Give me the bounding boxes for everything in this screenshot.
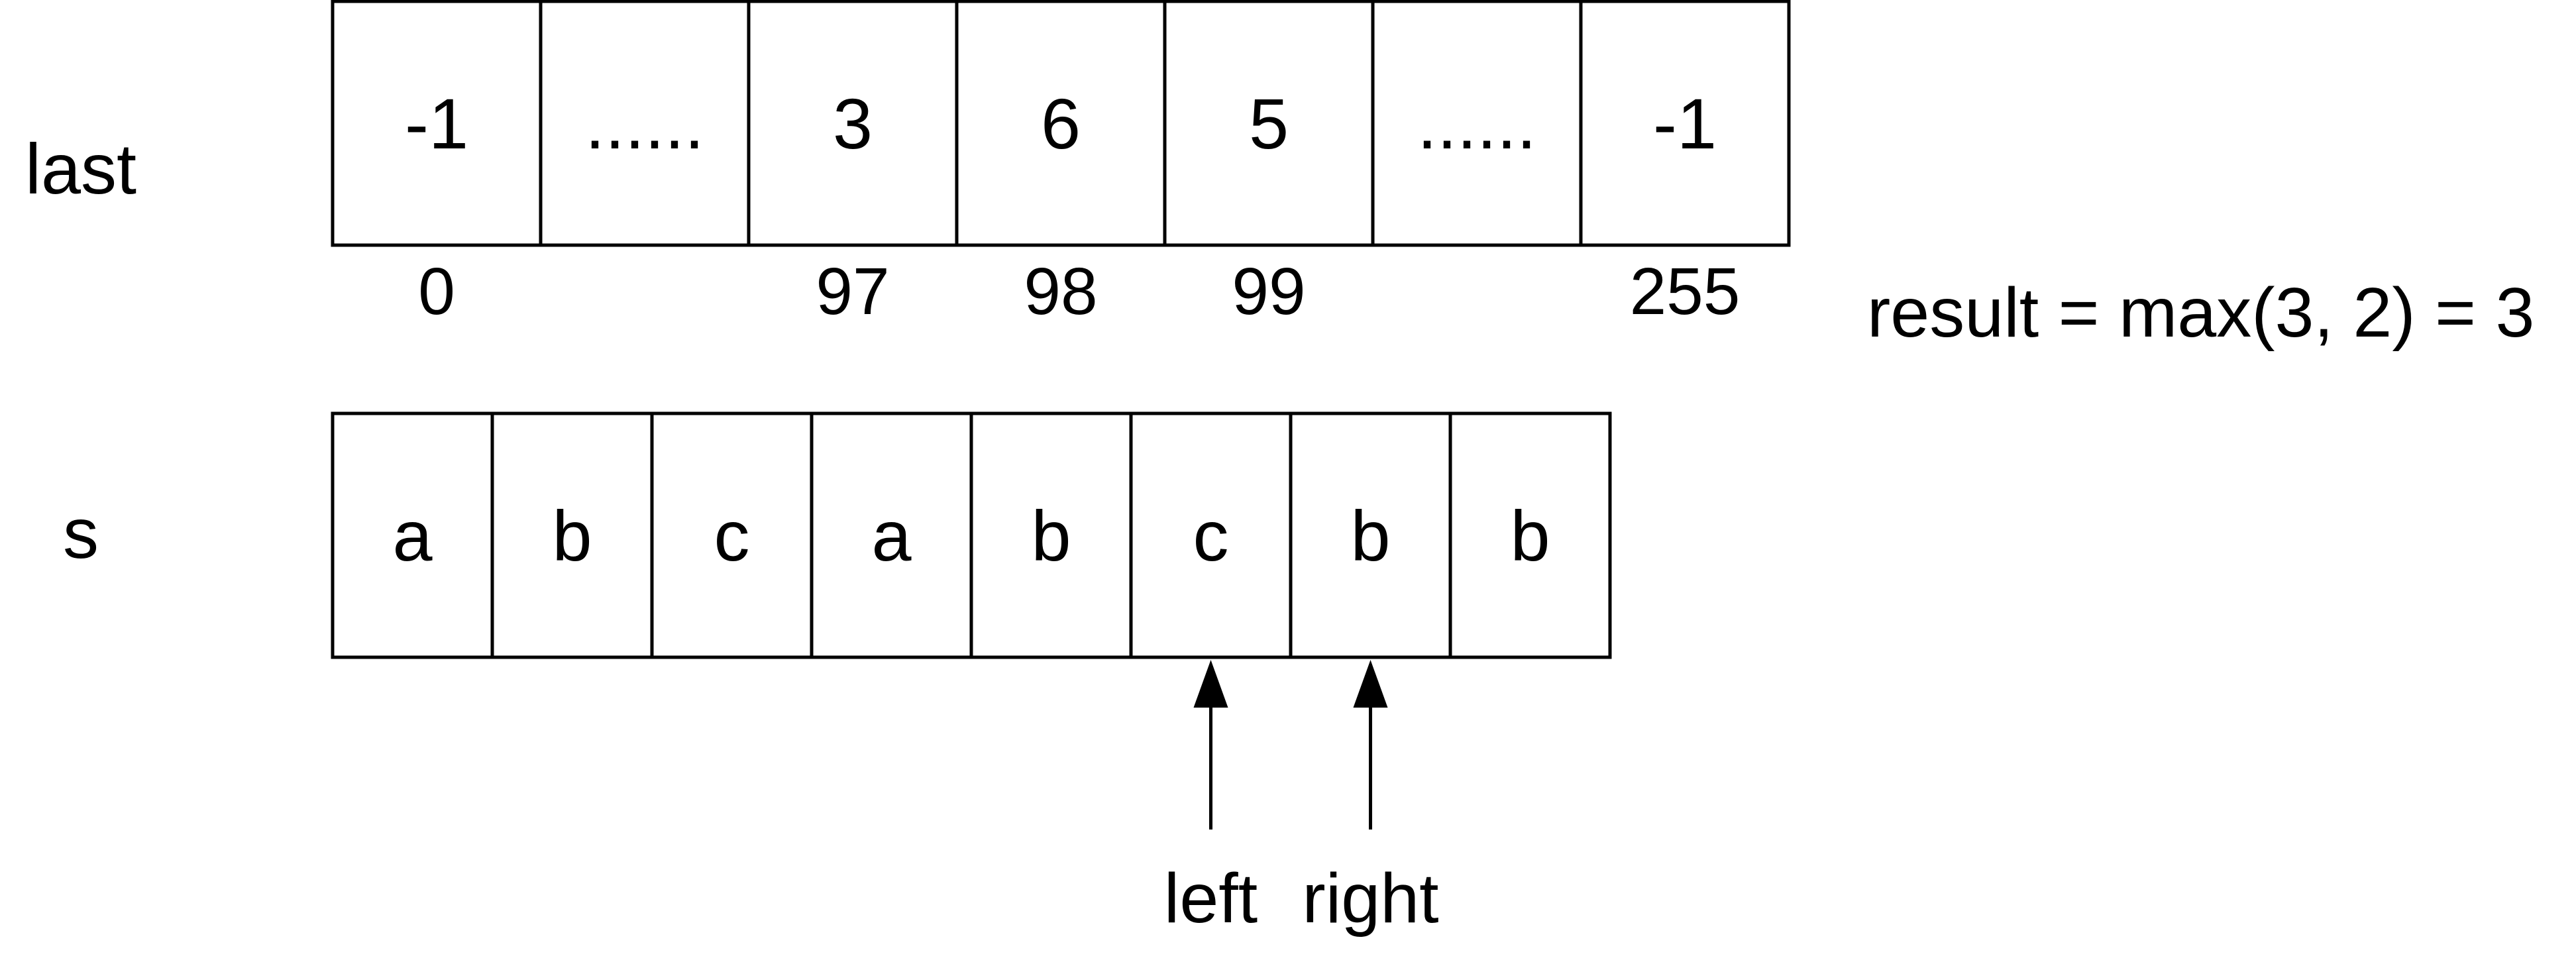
s-cell-box: [331, 411, 494, 659]
s-cell-char: b: [552, 496, 592, 576]
s-cell: b: [1289, 411, 1452, 659]
s-cell: b: [969, 411, 1133, 659]
right-pointer: right: [1302, 660, 1439, 938]
s-cell: b: [1448, 411, 1612, 659]
s-cell: b: [490, 411, 654, 659]
last-cell: ......: [539, 0, 751, 247]
s-cell: a: [331, 411, 494, 659]
last-cell-value: 5: [1249, 83, 1289, 164]
s-cell-box: [650, 411, 814, 659]
s-cell-box: [1448, 411, 1612, 659]
pointer-label: left: [1164, 859, 1258, 938]
last-array-label: last: [25, 129, 136, 209]
result-text: result = max(3, 2) = 3: [1867, 274, 2534, 352]
last-cell-value: 6: [1041, 83, 1081, 164]
last-cell-box: [1371, 0, 1583, 247]
last-index-label: 255: [1630, 254, 1741, 329]
s-cell-char: c: [714, 496, 750, 576]
last-cell: 5: [1163, 0, 1375, 247]
last-index-label: 97: [816, 254, 889, 329]
s-cell-char: b: [1350, 496, 1390, 576]
last-cell-box: [539, 0, 751, 247]
last-cell-value: -1: [1653, 83, 1717, 164]
s-cell-box: [1289, 411, 1452, 659]
s-cell-char: c: [1193, 496, 1229, 576]
last-index-label: 0: [418, 254, 455, 329]
s-cell-char: a: [871, 496, 912, 576]
s-cell-box: [969, 411, 1133, 659]
s-array-label: s: [63, 493, 99, 573]
s-cell: c: [1129, 411, 1293, 659]
last-cell-box: [1579, 0, 1791, 247]
last-cell-value: -1: [405, 83, 468, 164]
s-cell-char: b: [1031, 496, 1071, 576]
last-array: -1...... 3 6 5...... -1: [331, 0, 1791, 247]
s-cell-box: [1129, 411, 1293, 659]
pointer-label: right: [1302, 859, 1438, 938]
last-cell-value: 3: [833, 83, 873, 164]
last-index-label: 98: [1024, 254, 1097, 329]
last-cell-value: ......: [585, 83, 704, 164]
s-cell-char: b: [1510, 496, 1550, 576]
last-array-indices: 0 97 98 99 255: [418, 254, 1740, 329]
last-cell-box: [747, 0, 959, 247]
last-cell-box: [955, 0, 1167, 247]
last-cell: ......: [1371, 0, 1583, 247]
left-pointer: left: [1164, 660, 1258, 938]
s-cell-char: a: [392, 496, 433, 576]
last-cell-value: ......: [1417, 83, 1536, 164]
last-cell-box: [1163, 0, 1375, 247]
last-cell: -1: [1579, 0, 1791, 247]
last-cell: 3: [747, 0, 959, 247]
last-cell-box: [331, 0, 543, 247]
s-cell: c: [650, 411, 814, 659]
s-cell-box: [490, 411, 654, 659]
arrow-head: [1193, 660, 1228, 708]
arrow-head: [1353, 660, 1388, 708]
last-index-label: 99: [1232, 254, 1305, 329]
pointer-arrows: left right: [1164, 660, 1439, 938]
last-cell: 6: [955, 0, 1167, 247]
last-cell: -1: [331, 0, 543, 247]
s-cell: a: [810, 411, 973, 659]
